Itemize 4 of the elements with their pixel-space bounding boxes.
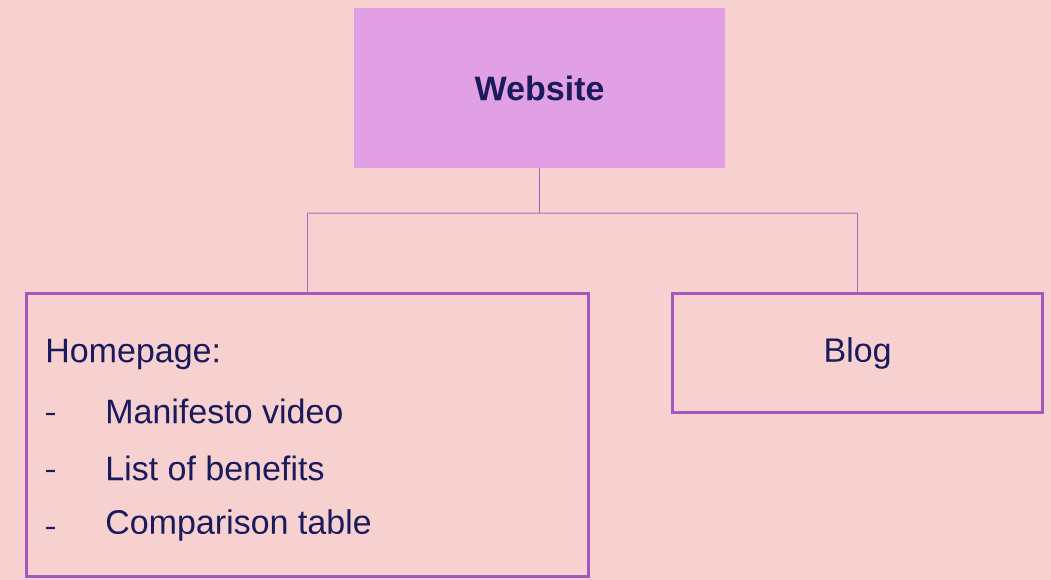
title-box: Website bbox=[354, 8, 725, 168]
list-box: Homepage: Manifesto video List of benefits Comparison table bbox=[25, 292, 590, 578]
connector-line bbox=[539, 167, 858, 293]
page-box: Blog bbox=[671, 292, 1044, 414]
